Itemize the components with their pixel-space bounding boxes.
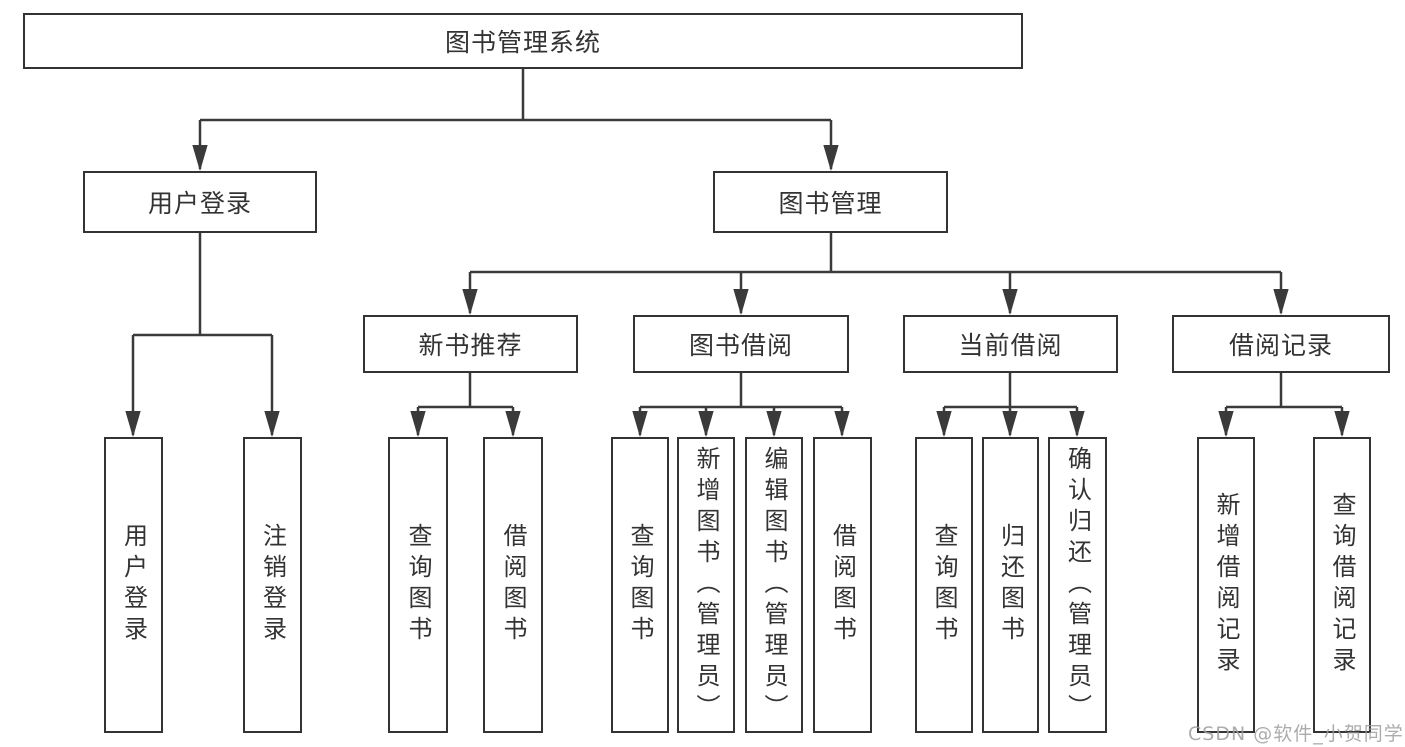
leaf-label: 借阅图书 [828,523,857,647]
leaf-return-books: 归还图书 [982,437,1039,733]
leaf-label: 查询图书 [626,523,654,647]
leaf-query-borrow-record: 查询借阅记录 [1313,437,1371,733]
node-label: 图书管理系统 [444,28,601,57]
leaf-label: 查询图书 [930,523,958,647]
leaf-edit-books-admin: 编辑图书（管理员） [745,437,803,733]
leaf-label: 新增图书（管理员） [692,445,720,725]
node-root-library-system: 图书管理系统 [23,13,1023,69]
node-label: 新书推荐 [418,331,523,360]
leaf-user-login: 用户登录 [104,437,163,733]
leaf-label: 注销登录 [258,523,287,647]
leaf-label: 确认归还（管理员） [1063,445,1092,725]
node-label: 用户登录 [147,189,252,218]
leaf-label: 编辑图书（管理员） [760,445,788,725]
leaf-label: 查询借阅记录 [1328,492,1356,678]
node-book-borrow: 图书借阅 [633,315,849,373]
leaf-query-books: 查询图书 [388,437,448,733]
leaf-label: 用户登录 [119,523,148,647]
leaf-borrow-books: 借阅图书 [483,437,543,733]
node-new-book-recommend: 新书推荐 [363,315,578,373]
leaf-label: 归还图书 [996,523,1025,647]
leaf-label: 查询图书 [404,523,432,647]
node-book-management-branch: 图书管理 [713,171,948,233]
leaf-add-borrow-record: 新增借阅记录 [1197,437,1255,733]
node-label: 图书借阅 [688,331,793,360]
node-label: 当前借阅 [958,331,1063,360]
node-label: 图书管理 [778,189,883,218]
leaf-add-books-admin: 新增图书（管理员） [677,437,735,733]
leaf-confirm-return-admin: 确认归还（管理员） [1048,437,1107,733]
leaf-label: 新增借阅记录 [1212,492,1240,678]
csdn-watermark: CSDN @软件_小贺同学 [1188,723,1404,745]
leaf-borrow-books: 借阅图书 [813,437,872,733]
node-label: 借阅记录 [1228,331,1333,360]
node-current-borrow: 当前借阅 [903,315,1118,373]
leaf-label: 借阅图书 [499,523,527,647]
node-borrow-record: 借阅记录 [1172,315,1390,373]
leaf-query-books: 查询图书 [915,437,973,733]
leaf-logout: 注销登录 [243,437,302,733]
leaf-query-books: 查询图书 [611,437,669,733]
node-user-login-branch: 用户登录 [83,171,317,233]
